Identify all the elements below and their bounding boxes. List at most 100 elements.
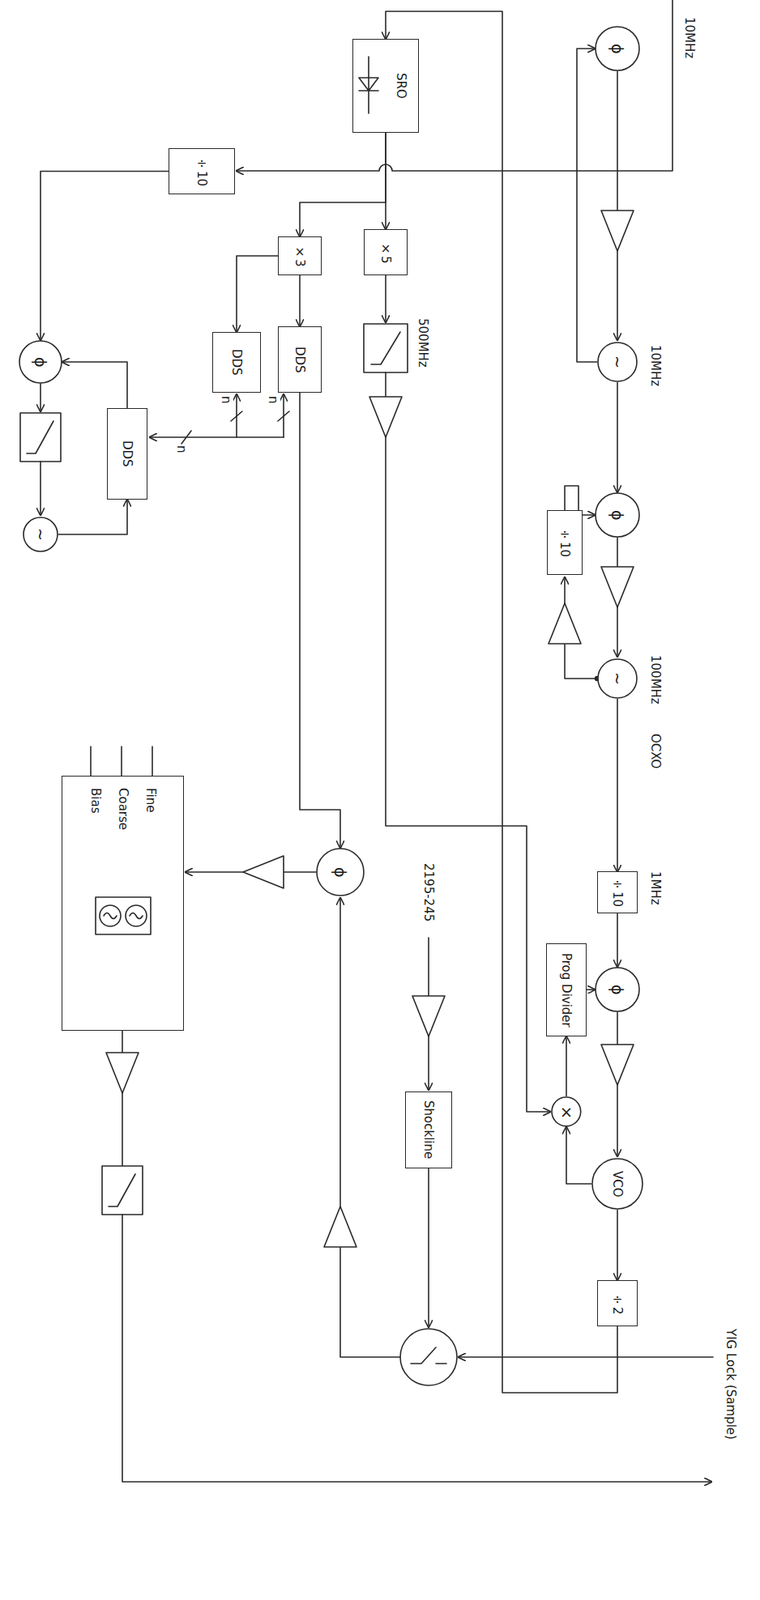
block-box: ÷2 (597, 1280, 638, 1328)
text-group: ~ (32, 528, 49, 542)
text-group: VCO (610, 1171, 625, 1199)
signal-label: n (265, 395, 281, 406)
text-group: ×3 (292, 244, 308, 268)
block-box: ×5 (363, 229, 408, 276)
text-group: ÷2 (610, 1293, 625, 1316)
signal-label: 10MHz (648, 344, 663, 388)
signal-label: n (218, 395, 234, 406)
signal-wire (616, 71, 619, 211)
signal-wire (339, 898, 342, 1208)
block-box: Shockline (405, 1092, 453, 1170)
text-group: Prog Divider (559, 953, 574, 1029)
node-text: ÷10 (194, 156, 210, 187)
bus-slash (230, 411, 243, 422)
signal-wire (427, 938, 430, 997)
text-group: ϕ (609, 43, 626, 55)
filter-slash (371, 332, 401, 365)
oscillator-symbol (125, 905, 147, 927)
text-group: ÷10 (194, 156, 210, 187)
text-group: ÷10 (610, 877, 625, 908)
text-group: ÷10 (557, 527, 573, 558)
oscillator-symbol (99, 905, 121, 927)
node-text: × (558, 1103, 575, 1122)
signal-wire (458, 1357, 714, 1359)
block-box: DDS (212, 332, 261, 393)
filter-symbol (102, 1166, 143, 1216)
node-text: ÷10 (557, 527, 573, 558)
signal-wire (385, 437, 551, 1113)
sine-symbol (129, 913, 143, 920)
signal-connector (236, 256, 278, 333)
node-text: ×3 (292, 244, 308, 268)
symbol-circle: ϕ (594, 25, 641, 72)
block-box: ÷10 (597, 871, 638, 914)
amplifier-symbol (243, 856, 284, 889)
node-text: ϕ (609, 985, 626, 996)
block-box: ÷10 (168, 148, 235, 195)
signal-wire (39, 461, 42, 516)
filter-symbol (20, 413, 61, 462)
signal-wire (384, 275, 387, 323)
symbol-circle: ~ (597, 341, 638, 383)
signal-connector (62, 362, 128, 409)
signal-connector (384, 132, 387, 230)
amplifier-symbol (601, 567, 634, 608)
signal-connector (616, 1210, 619, 1281)
signal-connector (616, 699, 619, 873)
node-text: ÷10 (610, 877, 625, 908)
signal-connector (586, 989, 595, 991)
node-text: DDS (229, 349, 244, 376)
symbol-circle: ϕ (18, 340, 63, 385)
signal-connector (299, 392, 341, 849)
signal-label: 1MHz (648, 871, 663, 907)
node-text: ϕ (609, 43, 626, 55)
text-group: ~ (609, 355, 626, 369)
text-group: SRO (393, 72, 409, 99)
oscillator-pair (95, 897, 151, 936)
signal-connector (576, 48, 598, 363)
signal-connector (565, 1037, 568, 1098)
text-group: ϕ (332, 867, 349, 879)
text-group: ×5 (378, 241, 393, 265)
block-box: SRO (352, 38, 419, 133)
node-text: VCO (610, 1171, 625, 1199)
signal-wire (616, 537, 619, 568)
block-box: DDS (106, 408, 148, 500)
amplifier-symbol (369, 397, 402, 438)
amplifier-symbol (324, 1207, 357, 1248)
filter-slash (26, 421, 54, 454)
block-box: FineCoarseBias (61, 776, 184, 1032)
signal-connector (298, 275, 301, 327)
bus-slash (181, 431, 192, 445)
signal-connector (616, 382, 619, 493)
node-text: DDS (119, 440, 135, 468)
symbol-circle: ~ (22, 516, 59, 553)
bus-slash (277, 411, 290, 422)
signal-wire (283, 871, 316, 874)
block-box: Prog Divider (546, 943, 587, 1038)
signal-connector (40, 171, 169, 342)
node-text: ~ (609, 355, 626, 369)
text-group: ϕ (609, 510, 626, 521)
node-text: Shockline (421, 1101, 436, 1160)
signal-connector (58, 499, 128, 535)
sampler-symbol (400, 1329, 457, 1387)
signal-label: 500MHz (415, 317, 431, 369)
control-input (120, 747, 123, 777)
node-text: ~ (32, 528, 49, 542)
filter-symbol (363, 324, 408, 373)
node-text: ϕ (609, 510, 626, 521)
node-text: ÷2 (610, 1293, 625, 1316)
signal-wire (122, 1215, 712, 1483)
symbol-circle: ~ (597, 658, 638, 700)
node-text: SRO (393, 72, 409, 99)
node-text: Prog Divider (559, 953, 574, 1029)
symbol-circle: ϕ (315, 848, 365, 897)
signal-wire (384, 372, 387, 398)
signal-wire (564, 644, 598, 679)
node-text: ×5 (378, 241, 393, 265)
text-group: × (558, 1103, 575, 1122)
control-input (89, 747, 92, 777)
signal-wire (185, 871, 244, 874)
